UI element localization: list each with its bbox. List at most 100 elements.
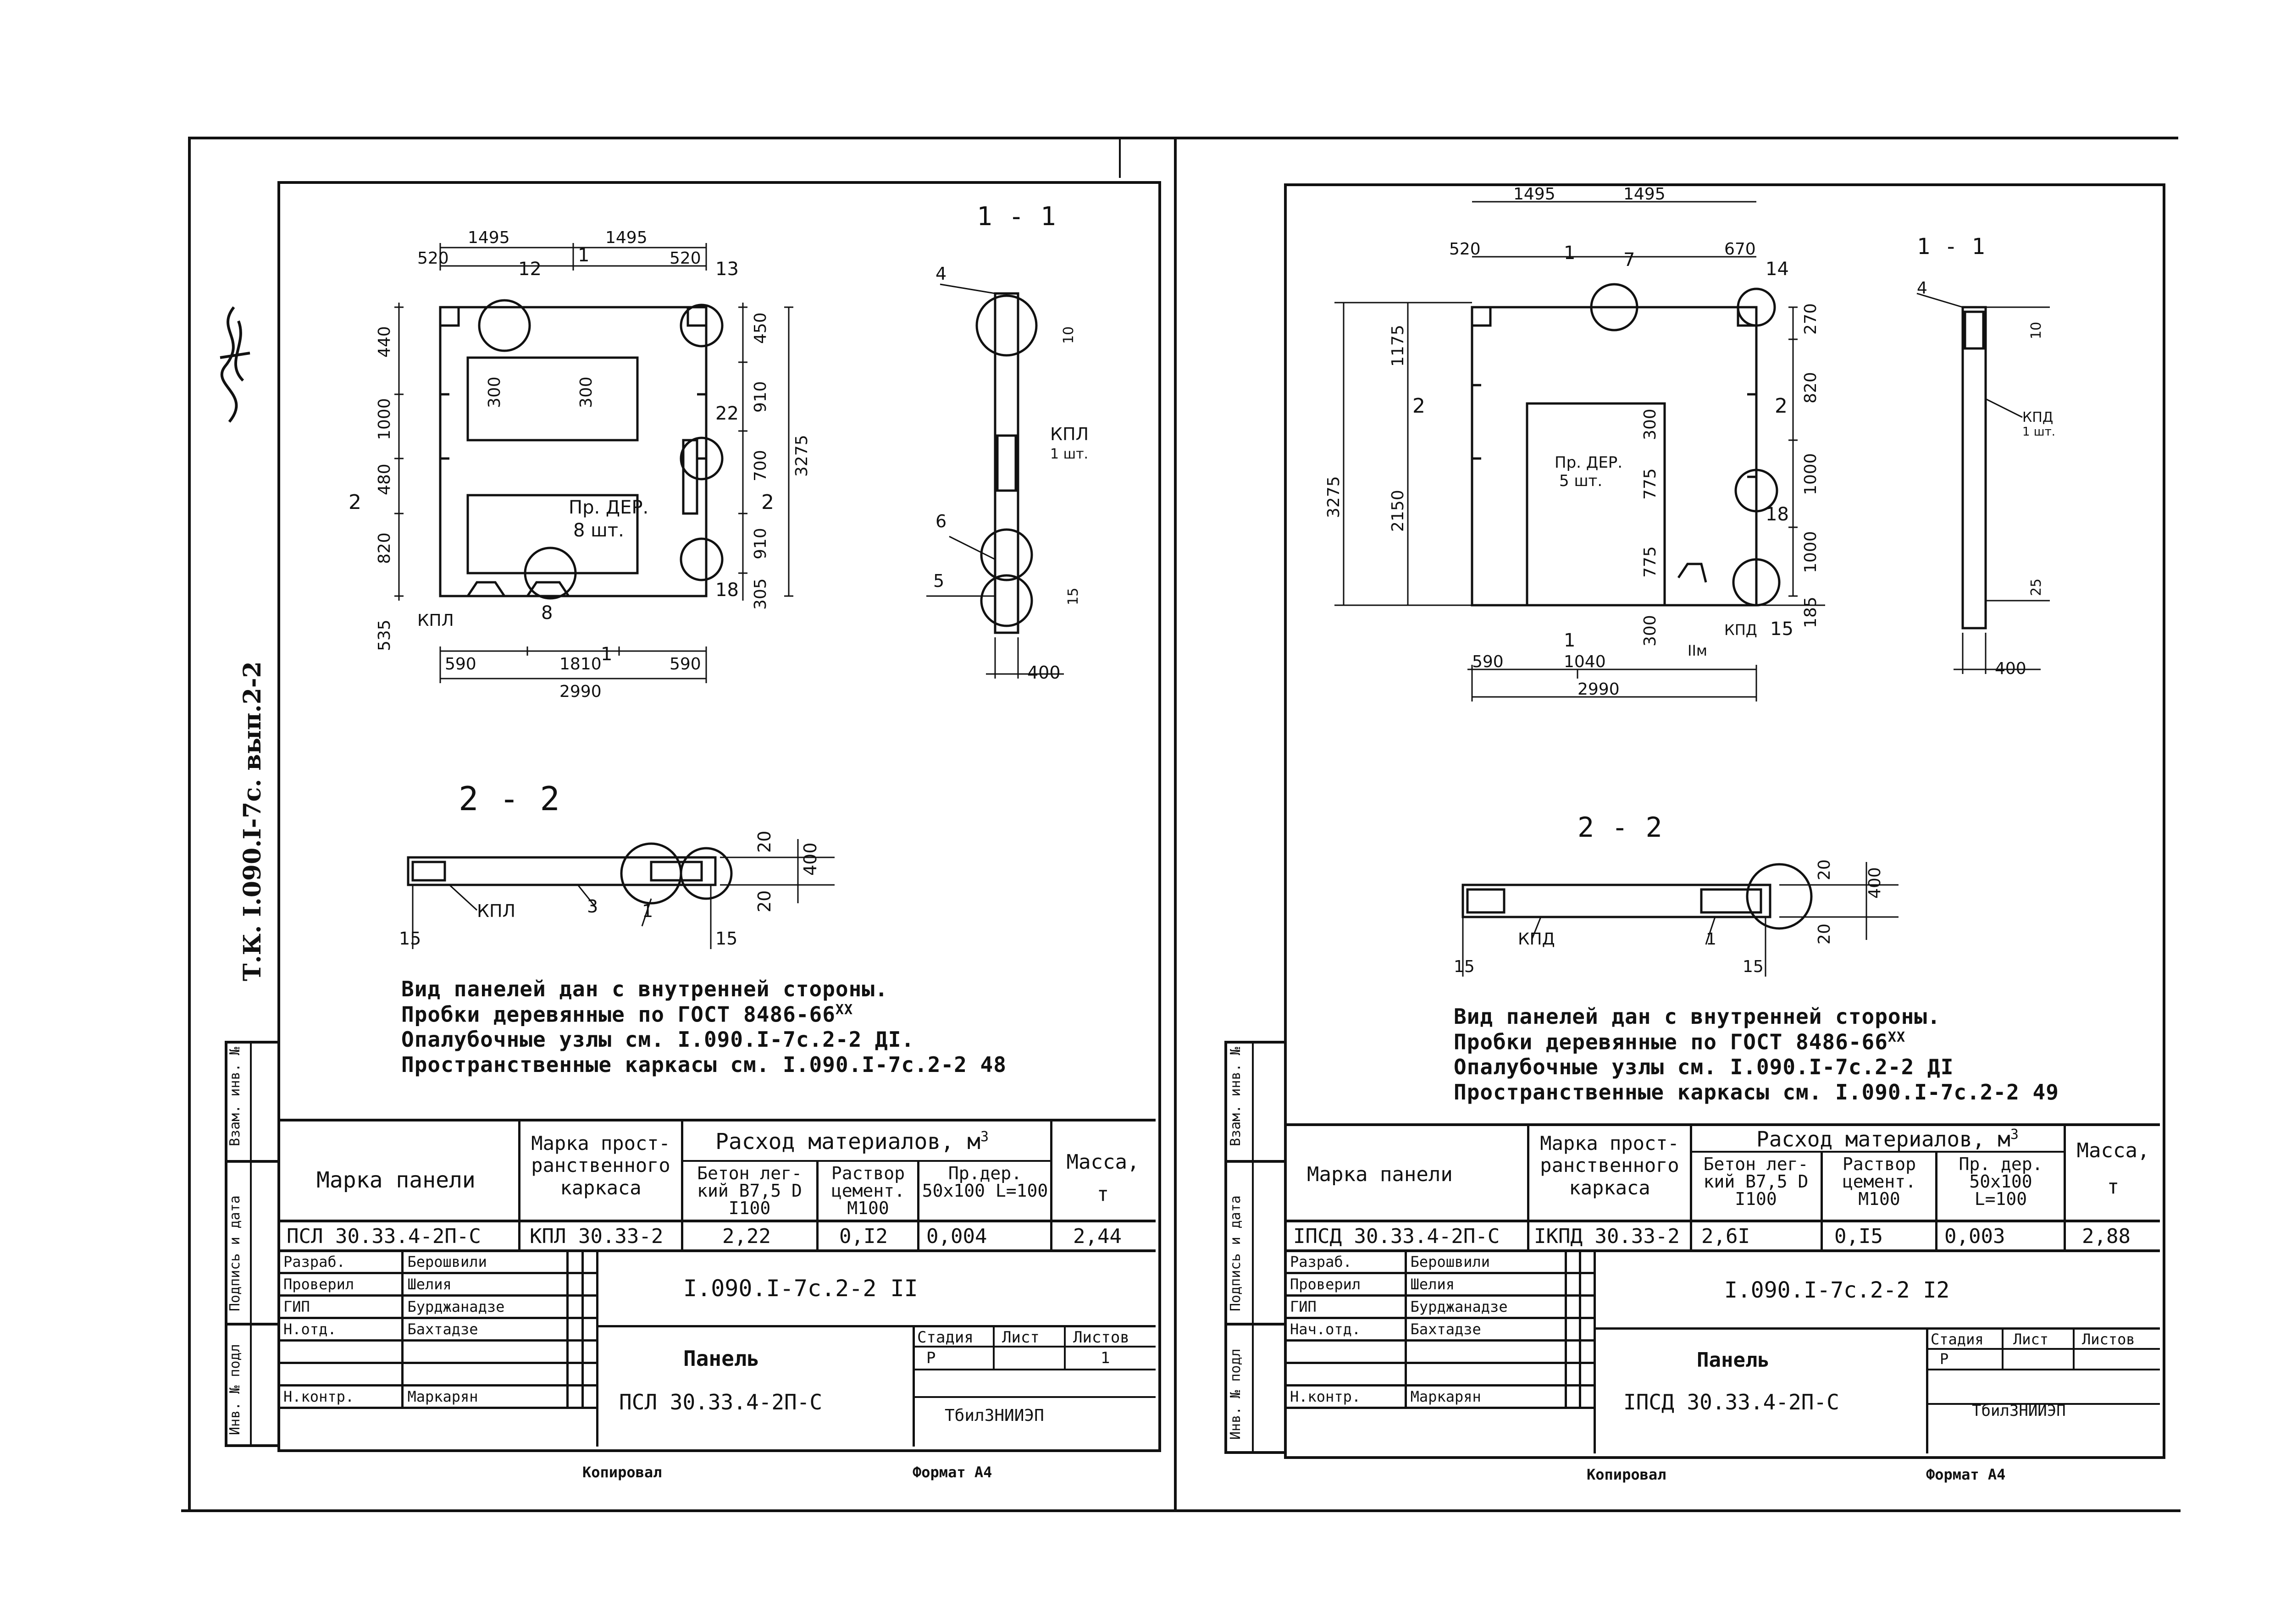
svg-text:15: 15: [399, 928, 421, 949]
right-th-materials: Расход материалов, м3: [1756, 1127, 2019, 1152]
right-th-frame: Марка прост- ранственного каркаса: [1540, 1132, 1679, 1199]
left-note-2: Пробки деревянные по ГОСТ 8486-66XX: [401, 1002, 853, 1027]
right-org: ТбилЗНИИЭП: [1972, 1402, 2066, 1420]
left-note-1: Вид панелей дан с внутренней стороны.: [401, 977, 888, 1001]
svg-text:7: 7: [1623, 249, 1635, 271]
svg-text:КПД: КПД: [1518, 930, 1555, 949]
right-side-col-replace: Взам. инв. №: [1228, 1047, 1244, 1146]
left-org: ТбилЗНИИЭП: [945, 1406, 1044, 1425]
left-stage: Р: [926, 1349, 936, 1367]
svg-text:590: 590: [1472, 652, 1504, 671]
left-note-4: Пространственные каркасы см. I.090.I-7с.…: [401, 1052, 1007, 1077]
svg-text:2: 2: [349, 491, 361, 514]
svg-text:670: 670: [1724, 240, 1756, 259]
left-th-mortar: Раствор цемент. М100: [831, 1163, 905, 1218]
right-row-wood: 0,003: [1944, 1225, 2005, 1248]
svg-text:3275: 3275: [792, 435, 811, 477]
right-stage: Р: [1940, 1350, 1949, 1368]
svg-text:КПЛ: КПЛ: [417, 611, 454, 630]
right-h-sheets: Листов: [2082, 1331, 2135, 1348]
left-row-mortar: 0,I2: [839, 1225, 888, 1248]
svg-text:3275: 3275: [1324, 476, 1343, 518]
svg-text:КПД: КПД: [2022, 409, 2053, 425]
svg-text:1495: 1495: [1513, 185, 1555, 204]
left-th-mark: Марка панели: [316, 1167, 476, 1193]
side-col-sign: Подпись и дата: [227, 1195, 243, 1311]
svg-text:270: 270: [1801, 303, 1820, 335]
svg-text:КПЛ: КПЛ: [1050, 424, 1089, 444]
svg-text:20: 20: [754, 890, 775, 912]
outer-frame-divider: [1174, 137, 1177, 1512]
svg-text:1495: 1495: [468, 228, 510, 247]
svg-text:10: 10: [1061, 326, 1077, 344]
left-title: Панель: [683, 1346, 760, 1371]
left-panel-name: ПСЛ 30.33.4-2П-С: [619, 1390, 823, 1414]
right-note-1: Вид панелей дан с внутренней стороны.: [1454, 1004, 1941, 1029]
svg-text:18: 18: [1766, 504, 1789, 525]
right-th-concrete: Бетон лег- кий В7,5 D I100: [1703, 1154, 1809, 1209]
svg-text:4: 4: [1917, 279, 1927, 298]
svg-text:2: 2: [1775, 394, 1788, 418]
svg-text:20: 20: [1815, 923, 1834, 945]
svg-text:300: 300: [485, 376, 504, 408]
svg-text:4: 4: [935, 264, 947, 284]
svg-text:590: 590: [445, 655, 476, 674]
svg-text:20: 20: [754, 831, 775, 853]
right-row-mortar: 0,I5: [1834, 1225, 1883, 1248]
svg-text:1: 1: [601, 644, 612, 665]
svg-text:2150: 2150: [1389, 490, 1407, 532]
svg-text:18: 18: [715, 580, 739, 601]
left-side-column: [225, 1041, 227, 1444]
right-th-mass: Масса, т: [2076, 1139, 2150, 1199]
svg-text:13: 13: [715, 259, 739, 280]
svg-text:2: 2: [761, 491, 774, 514]
right-side-col-sign: Подпись и дата: [1228, 1195, 1244, 1311]
left-format: Формат А4: [913, 1464, 992, 1481]
right-row-concrete: 2,6I: [1701, 1225, 1750, 1248]
svg-text:1000: 1000: [1801, 531, 1820, 573]
signature-mark: [220, 306, 250, 423]
left-h-sheet: Лист: [1002, 1328, 1040, 1347]
svg-text:Пр. ДЕР.: Пр. ДЕР.: [1555, 453, 1622, 472]
left-section-2-title: 2 - 2: [459, 779, 560, 818]
right-doc-code: I.090.I-7с.2-2 I2: [1724, 1277, 1950, 1303]
left-row-frame: КПЛ 30.33-2: [530, 1225, 664, 1248]
right-th-wood: Пр. дер. 50х100 L=100: [1959, 1154, 2043, 1209]
right-note-2: Пробки деревянные по ГОСТ 8486-66XX: [1454, 1029, 1906, 1055]
svg-text:520: 520: [1449, 240, 1481, 259]
svg-text:1: 1: [1564, 630, 1575, 651]
left-th-mass: Масса, т: [1066, 1150, 1140, 1206]
left-row-wood: 0,004: [926, 1225, 987, 1248]
outer-frame-tick: [1119, 137, 1121, 178]
right-section-2-title: 2 - 2: [1578, 812, 1663, 844]
svg-text:775: 775: [1641, 546, 1660, 578]
svg-text:3: 3: [587, 896, 598, 917]
svg-text:5 шт.: 5 шт.: [1559, 472, 1602, 490]
svg-text:КПЛ: КПЛ: [477, 901, 515, 921]
svg-text:15: 15: [1770, 619, 1793, 640]
right-side-col-inv: Инв. № подл: [1228, 1348, 1244, 1440]
right-row-frame: IКПД 30.33-2: [1534, 1225, 1680, 1248]
svg-text:8 шт.: 8 шт.: [573, 520, 624, 541]
svg-text:1: 1: [578, 245, 589, 266]
left-row-mass: 2,44: [1073, 1225, 1122, 1248]
svg-text:6: 6: [935, 511, 947, 531]
left-h-sheets: Листов: [1073, 1328, 1129, 1347]
svg-text:Пр. ДЕР.: Пр. ДЕР.: [569, 497, 648, 518]
svg-text:10: 10: [2028, 322, 2044, 339]
svg-text:450: 450: [751, 312, 770, 344]
right-h-stage: Стадия: [1931, 1331, 1984, 1348]
svg-text:400: 400: [800, 842, 820, 876]
left-th-materials: Расход материалов, м3: [715, 1129, 989, 1154]
outer-frame-left: [188, 137, 191, 1512]
right-row-mark: IПСД 30.33.4-2П-С: [1293, 1225, 1500, 1248]
left-th-wood: Пр.дер. 50х100 L=100: [922, 1163, 1048, 1201]
